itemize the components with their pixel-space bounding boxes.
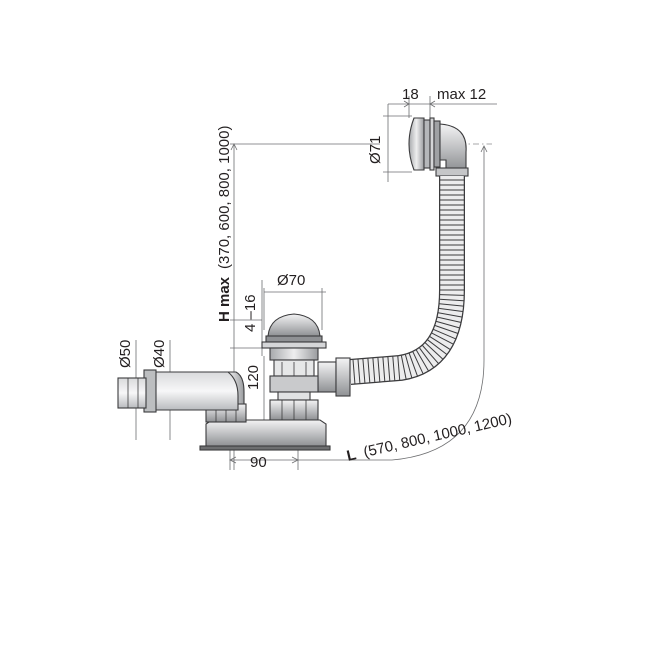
stopper-lift-label: 4 –16 (242, 294, 259, 332)
overflow-head (408, 117, 469, 177)
outlet-inner-diameter-label: Ø40 (151, 340, 168, 368)
hose-rib (387, 356, 391, 381)
trap-offset-label: 90 (250, 454, 267, 471)
overflow-depth-label: 18 (402, 86, 419, 103)
hose-rib (422, 345, 439, 364)
hose-rib (434, 325, 458, 334)
hose-rib (427, 339, 448, 355)
hose-rib (400, 355, 407, 380)
height-label: H max (370, 600, 800, 1000) (216, 126, 233, 322)
outlet-outer-diameter-label: Ø50 (117, 340, 134, 368)
hose-rib (377, 357, 381, 382)
length-prefix: L (345, 446, 358, 465)
hose-rib (404, 354, 413, 378)
hose-rib (429, 336, 451, 350)
hose-rib (438, 307, 463, 312)
hose-rib (438, 312, 462, 318)
hose-rib (433, 328, 456, 340)
hose-rib (415, 349, 429, 371)
overflow-diameter-label: Ø71 (367, 136, 384, 164)
hose-rib (424, 342, 444, 360)
length-values: (570, 800, 1000, 1200) (362, 410, 514, 461)
overflow-wall-max-label: max 12 (437, 86, 486, 103)
outlet-pipe (117, 369, 239, 413)
hose-rib (357, 359, 361, 384)
trap-height-label: 120 (245, 365, 262, 390)
flexible-hose (348, 176, 465, 385)
hose-rib (431, 332, 454, 345)
hose-rib (439, 298, 464, 302)
hose-rib (419, 347, 435, 368)
length-label: L (570, 800, 1000, 1200) (345, 410, 513, 465)
hose-rib (372, 358, 376, 383)
hose-rib (439, 294, 464, 296)
hose-rib (392, 356, 396, 381)
height-values: (370, 600, 800, 1000) (216, 126, 233, 269)
hose-rib (367, 358, 371, 383)
drain-assembly (261, 313, 351, 421)
hose-rib (436, 320, 460, 329)
hose-rib (362, 358, 366, 383)
hose-rib (397, 356, 401, 381)
hose-rib (412, 351, 424, 374)
hose-rib (439, 303, 464, 307)
hose-rib (382, 357, 386, 382)
hose-rib (352, 359, 356, 384)
hose-rib (408, 353, 418, 377)
hose-rib (437, 316, 461, 323)
drain-diameter-label: Ø70 (277, 272, 305, 289)
height-prefix: H max (216, 276, 233, 322)
